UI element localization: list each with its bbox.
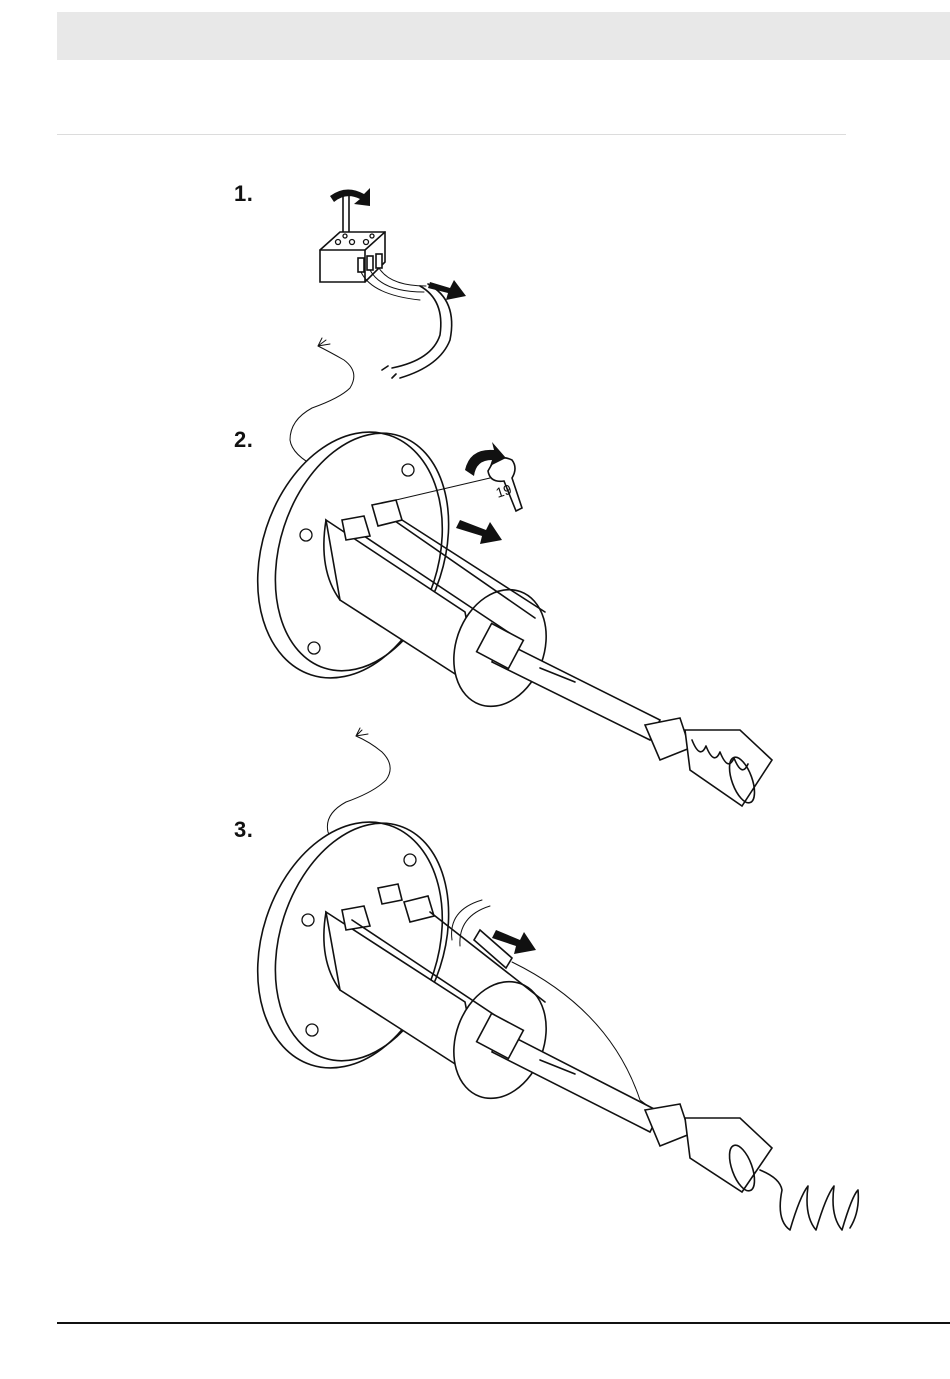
pull-arrow-icon [456, 520, 502, 544]
footer-divider [57, 1322, 950, 1324]
heater-step-3-illustration [227, 728, 858, 1230]
rotate-arrow-icon [330, 188, 370, 206]
terminal-block-illustration [320, 188, 466, 378]
heating-coil [760, 1170, 858, 1230]
heater-step-2-illustration: 19 [227, 338, 772, 806]
